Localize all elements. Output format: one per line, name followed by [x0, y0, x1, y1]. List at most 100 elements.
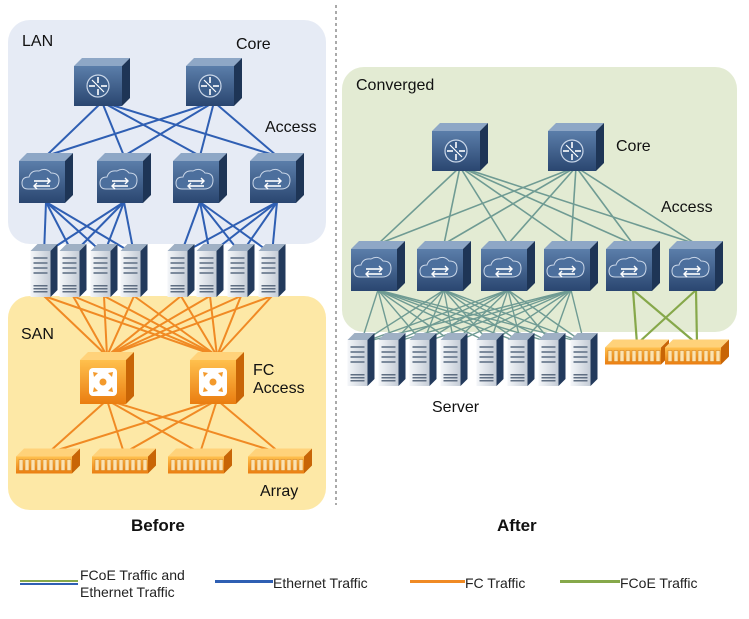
fc-link	[106, 295, 135, 357]
fc-link	[216, 399, 281, 454]
server-icon	[167, 244, 195, 297]
storage-array-icon	[168, 448, 232, 474]
server-icon	[378, 333, 406, 386]
fc-link	[209, 295, 218, 357]
converged-link	[453, 289, 572, 344]
server-icon	[476, 333, 504, 386]
converged-link	[570, 166, 577, 245]
fc-link	[106, 399, 201, 454]
converged-link	[360, 289, 445, 344]
legend-label-fc: FC Traffic	[465, 575, 526, 591]
storage-array-icon	[605, 339, 669, 365]
access-switch-icon	[481, 241, 535, 291]
access-switch-icon	[250, 153, 304, 203]
converged-link	[459, 166, 509, 245]
converged-link	[459, 166, 634, 245]
legend-swatch-dual-blue	[20, 583, 78, 585]
fc-link	[106, 295, 182, 357]
storage-array-icon	[248, 448, 312, 474]
access-switch-icon	[544, 241, 598, 291]
converged-link	[575, 166, 634, 245]
core-switch-icon	[432, 123, 488, 171]
fc-link	[43, 295, 108, 357]
after-caption: After	[497, 516, 537, 535]
ethernet-link	[101, 101, 278, 157]
ethernet-link	[199, 101, 215, 157]
access-switch-icon	[351, 241, 405, 291]
fc-link	[106, 399, 125, 454]
array-label: Array	[260, 483, 299, 500]
server-icon	[570, 333, 598, 386]
server-icon	[440, 333, 468, 386]
legend-swatch-dual	[20, 580, 78, 582]
fcoe-link	[631, 289, 639, 345]
fc-link	[180, 295, 218, 357]
ethernet-link	[213, 101, 278, 157]
converged-link	[443, 166, 461, 245]
fc-link	[43, 295, 218, 357]
san-label: SAN	[21, 326, 54, 343]
access-switch-icon	[97, 153, 151, 203]
legend-swatch-ethernet	[215, 580, 273, 583]
server-icon	[258, 244, 286, 297]
fc-link	[106, 295, 211, 357]
core-switch-icon	[186, 58, 242, 106]
access-switch-icon	[606, 241, 660, 291]
converged-link	[391, 289, 509, 344]
fc-link	[123, 399, 218, 454]
ethernet-link	[45, 201, 105, 255]
ethernet-link	[45, 201, 135, 255]
converged-link	[575, 166, 697, 245]
server-icon	[538, 333, 566, 386]
core-label-before: Core	[236, 36, 271, 53]
fc-link	[216, 295, 273, 357]
access-label-after: Access	[661, 199, 713, 216]
ethernet-link	[101, 101, 125, 157]
converged-link	[459, 166, 572, 245]
access-switch-icon	[417, 241, 471, 291]
server-icon	[227, 244, 255, 297]
fc-link	[106, 295, 242, 357]
san-region	[8, 296, 326, 510]
access-label-before: Access	[265, 119, 317, 136]
server-icon	[507, 333, 535, 386]
ethernet-link	[45, 101, 215, 157]
converged-link	[459, 166, 697, 245]
ethernet-link	[45, 101, 103, 157]
server-icon	[347, 333, 375, 386]
core-switch-icon	[548, 123, 604, 171]
converged-link	[377, 166, 577, 245]
fcoe-link	[636, 289, 697, 345]
before-caption: Before	[131, 516, 185, 535]
fc-switch-icon	[80, 352, 134, 404]
core-label-after: Core	[616, 138, 651, 155]
converged-label: Converged	[356, 77, 435, 94]
server-icon	[90, 244, 118, 297]
legend-label-dual: FCoE Traffic and Ethernet Traffic	[80, 567, 185, 600]
core-switch-icon	[74, 58, 130, 106]
ethernet-link	[123, 101, 215, 157]
fc-link	[106, 399, 281, 454]
fc-link	[216, 295, 242, 357]
legend-swatch-fc	[410, 580, 465, 583]
storage-array-icon	[92, 448, 156, 474]
converged-link	[377, 166, 461, 245]
fc-link	[47, 399, 218, 454]
fc-link	[103, 295, 218, 357]
storage-array-icon	[16, 448, 80, 474]
fc-access-label: FC Access	[253, 362, 305, 398]
server-icon	[30, 244, 58, 297]
server-icon	[196, 244, 224, 297]
server-icon	[409, 333, 437, 386]
legend-swatch-fcoe	[560, 580, 620, 583]
ethernet-link	[180, 201, 278, 255]
ethernet-link	[199, 201, 273, 255]
fc-link	[72, 295, 108, 357]
server-icon	[120, 244, 148, 297]
legend-label-ethernet: Ethernet Traffic	[273, 575, 368, 591]
fc-link	[103, 295, 108, 357]
legend-label-fcoe: FCoE Traffic	[620, 575, 698, 591]
storage-array-icon	[665, 339, 729, 365]
converged-link	[377, 289, 455, 344]
